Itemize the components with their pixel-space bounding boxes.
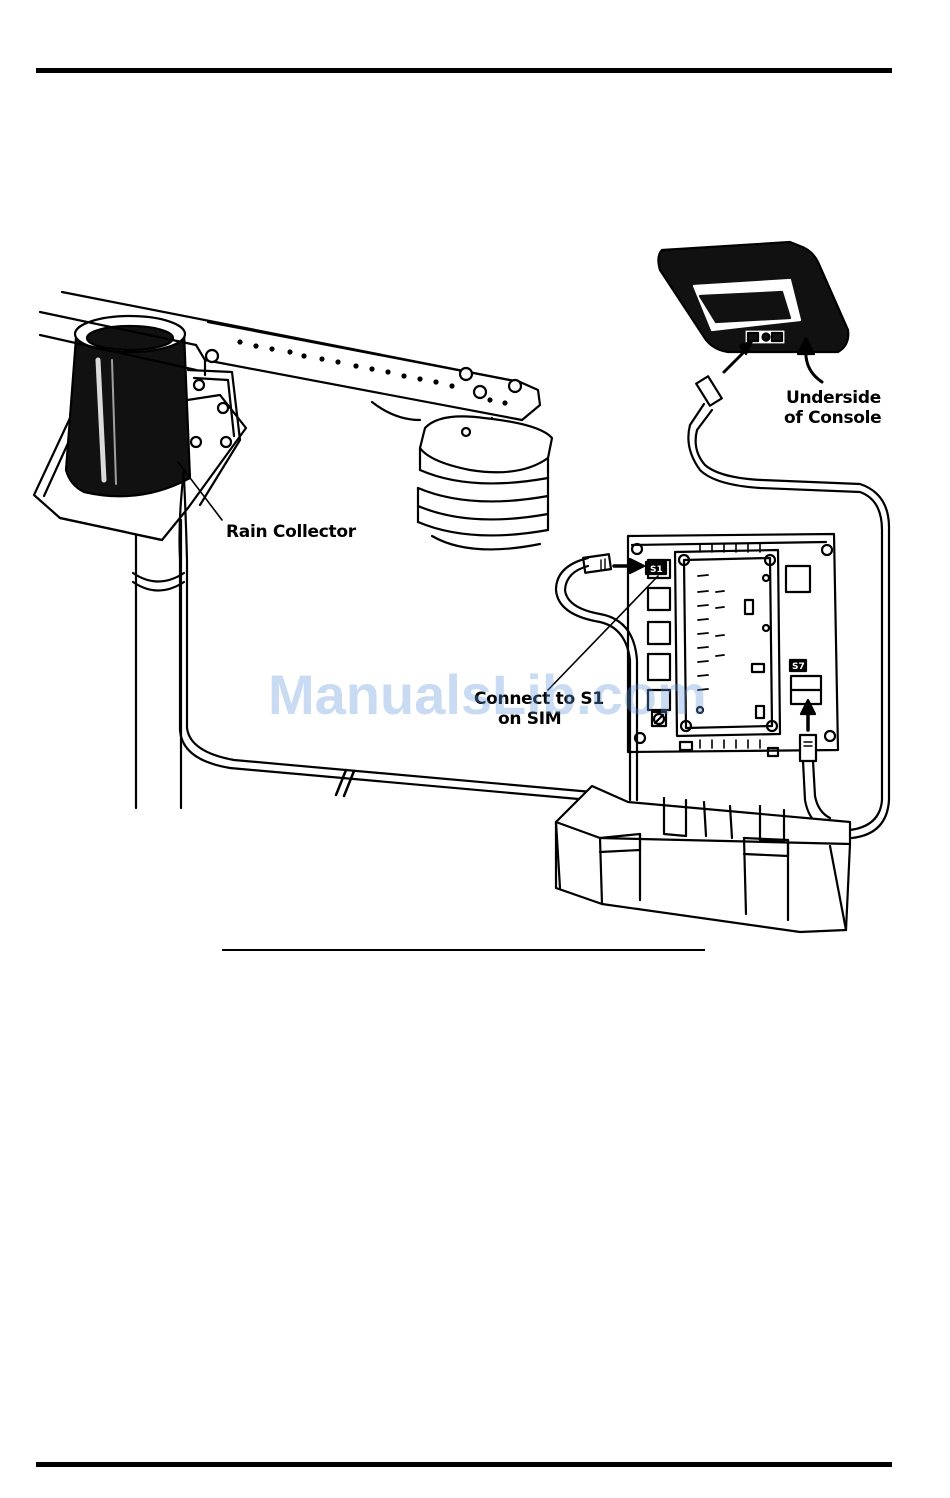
- rain-collector-bucket: [66, 316, 190, 496]
- radiation-shield: [372, 402, 552, 549]
- console-label-line2: of Console: [784, 408, 881, 428]
- port-s1-label: S1: [650, 565, 663, 575]
- port-s7-label: S7: [792, 662, 805, 672]
- watermark: ManualsLib.com: [268, 662, 707, 727]
- mounting-pole: [133, 520, 184, 808]
- console-label-line1: Underside: [786, 388, 881, 408]
- console-unit: [658, 242, 848, 352]
- rain-collector-label: Rain Collector: [226, 522, 356, 542]
- rain-collector-cable: [180, 470, 593, 800]
